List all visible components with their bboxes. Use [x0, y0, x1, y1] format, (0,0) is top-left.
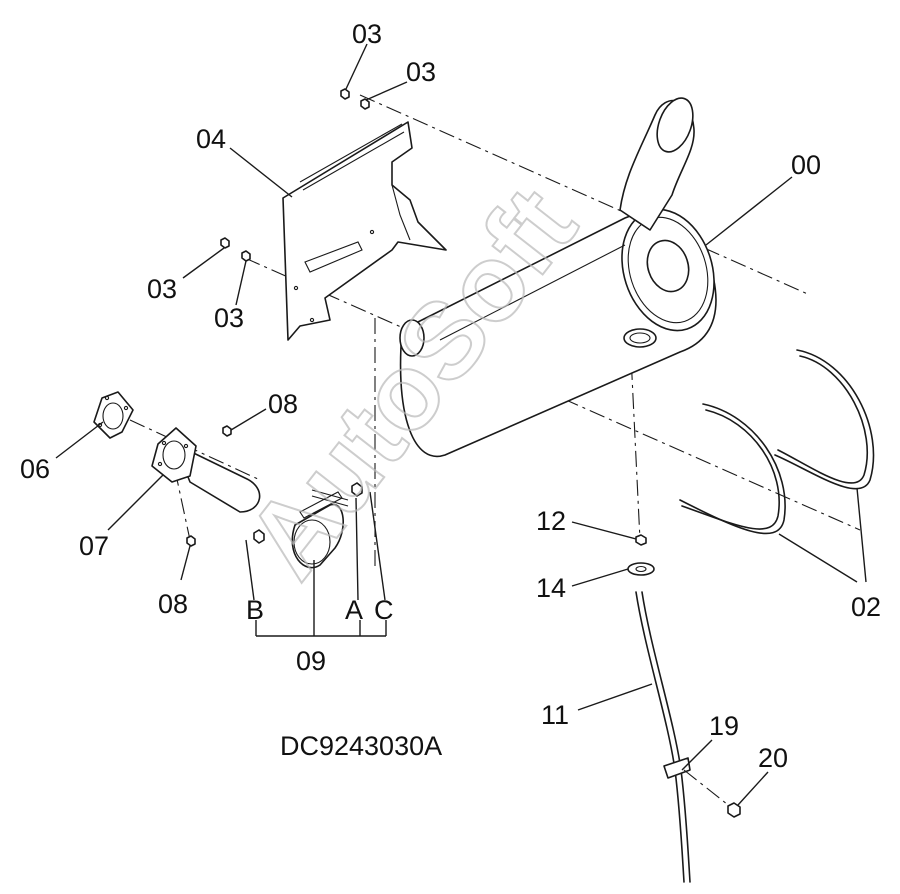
callout-clamp-c: C — [374, 595, 394, 625]
nut-03-top-right — [360, 98, 370, 110]
callout-nut-03-mid-left: 03 — [147, 274, 177, 304]
callout-exhaust-pipe: 07 — [79, 531, 109, 561]
callout-heat-shield: 04 — [196, 124, 226, 154]
callout-muffler: 00 — [791, 150, 821, 180]
washer-14 — [627, 562, 655, 576]
nut-03-mid-right — [241, 250, 251, 262]
callout-nut-03-mid-right: 03 — [214, 303, 244, 333]
band-clamp-lower — [679, 403, 786, 535]
callout-band-clamps: 02 — [851, 592, 881, 622]
callout-nut-03-top-right: 03 — [406, 57, 436, 87]
drain-tube — [635, 591, 691, 883]
exhaust-pipe — [151, 427, 261, 513]
muffler — [399, 97, 717, 458]
callout-nut-03-top-left: 03 — [352, 19, 382, 49]
gasket — [93, 391, 134, 439]
bolt-12 — [635, 534, 647, 546]
heat-shield — [282, 121, 447, 341]
bolt-08-lower — [186, 535, 196, 547]
callout-tube-clip: 19 — [709, 711, 739, 741]
callout-clamp-a: A — [345, 595, 363, 625]
callout-bolt-08-upper: 08 — [268, 389, 298, 419]
callout-clamp-b: B — [246, 595, 264, 625]
nut-03-top-left — [340, 88, 350, 100]
callout-washer-14: 14 — [536, 573, 566, 603]
band-clamp-upper — [774, 349, 875, 490]
callout-bolt-12: 12 — [536, 506, 566, 536]
bolt-08-upper — [222, 425, 232, 437]
callout-drain-tube: 11 — [541, 700, 569, 730]
clamp-assembly — [253, 482, 363, 569]
tube-clip — [663, 757, 733, 809]
drawing-id: DC9243030A — [280, 731, 442, 761]
callout-labels: 03 03 04 03 03 00 08 06 07 08 B A C 09 1… — [20, 19, 881, 773]
callout-clamp-assembly: 09 — [296, 646, 326, 676]
callout-gasket: 06 — [20, 454, 50, 484]
callout-bolt-20: 20 — [758, 743, 788, 773]
nut-03-mid-left — [220, 237, 230, 249]
bolt-20 — [727, 802, 741, 818]
callout-bolt-08-lower: 08 — [158, 589, 188, 619]
leader-lines — [55, 43, 867, 806]
